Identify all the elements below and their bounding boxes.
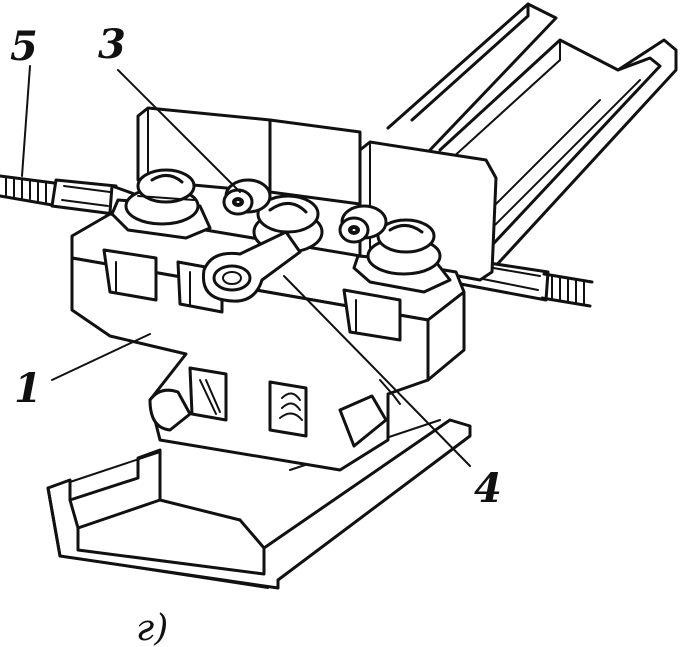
leader-lines xyxy=(21,65,471,467)
din-rail-rear xyxy=(386,2,678,272)
callout-label-3: 3 xyxy=(98,21,126,68)
screw-right xyxy=(352,218,452,294)
jumper-lug xyxy=(201,230,302,303)
bushing-left xyxy=(222,178,272,216)
bushing-right xyxy=(338,204,388,244)
callout-label-5: 5 xyxy=(10,23,38,70)
figure-caption: г) xyxy=(136,608,168,647)
screw-left xyxy=(110,168,212,240)
din-rail-front xyxy=(46,418,472,590)
callout-label-1: 1 xyxy=(14,365,42,412)
callout-label-4: 4 xyxy=(474,465,502,512)
